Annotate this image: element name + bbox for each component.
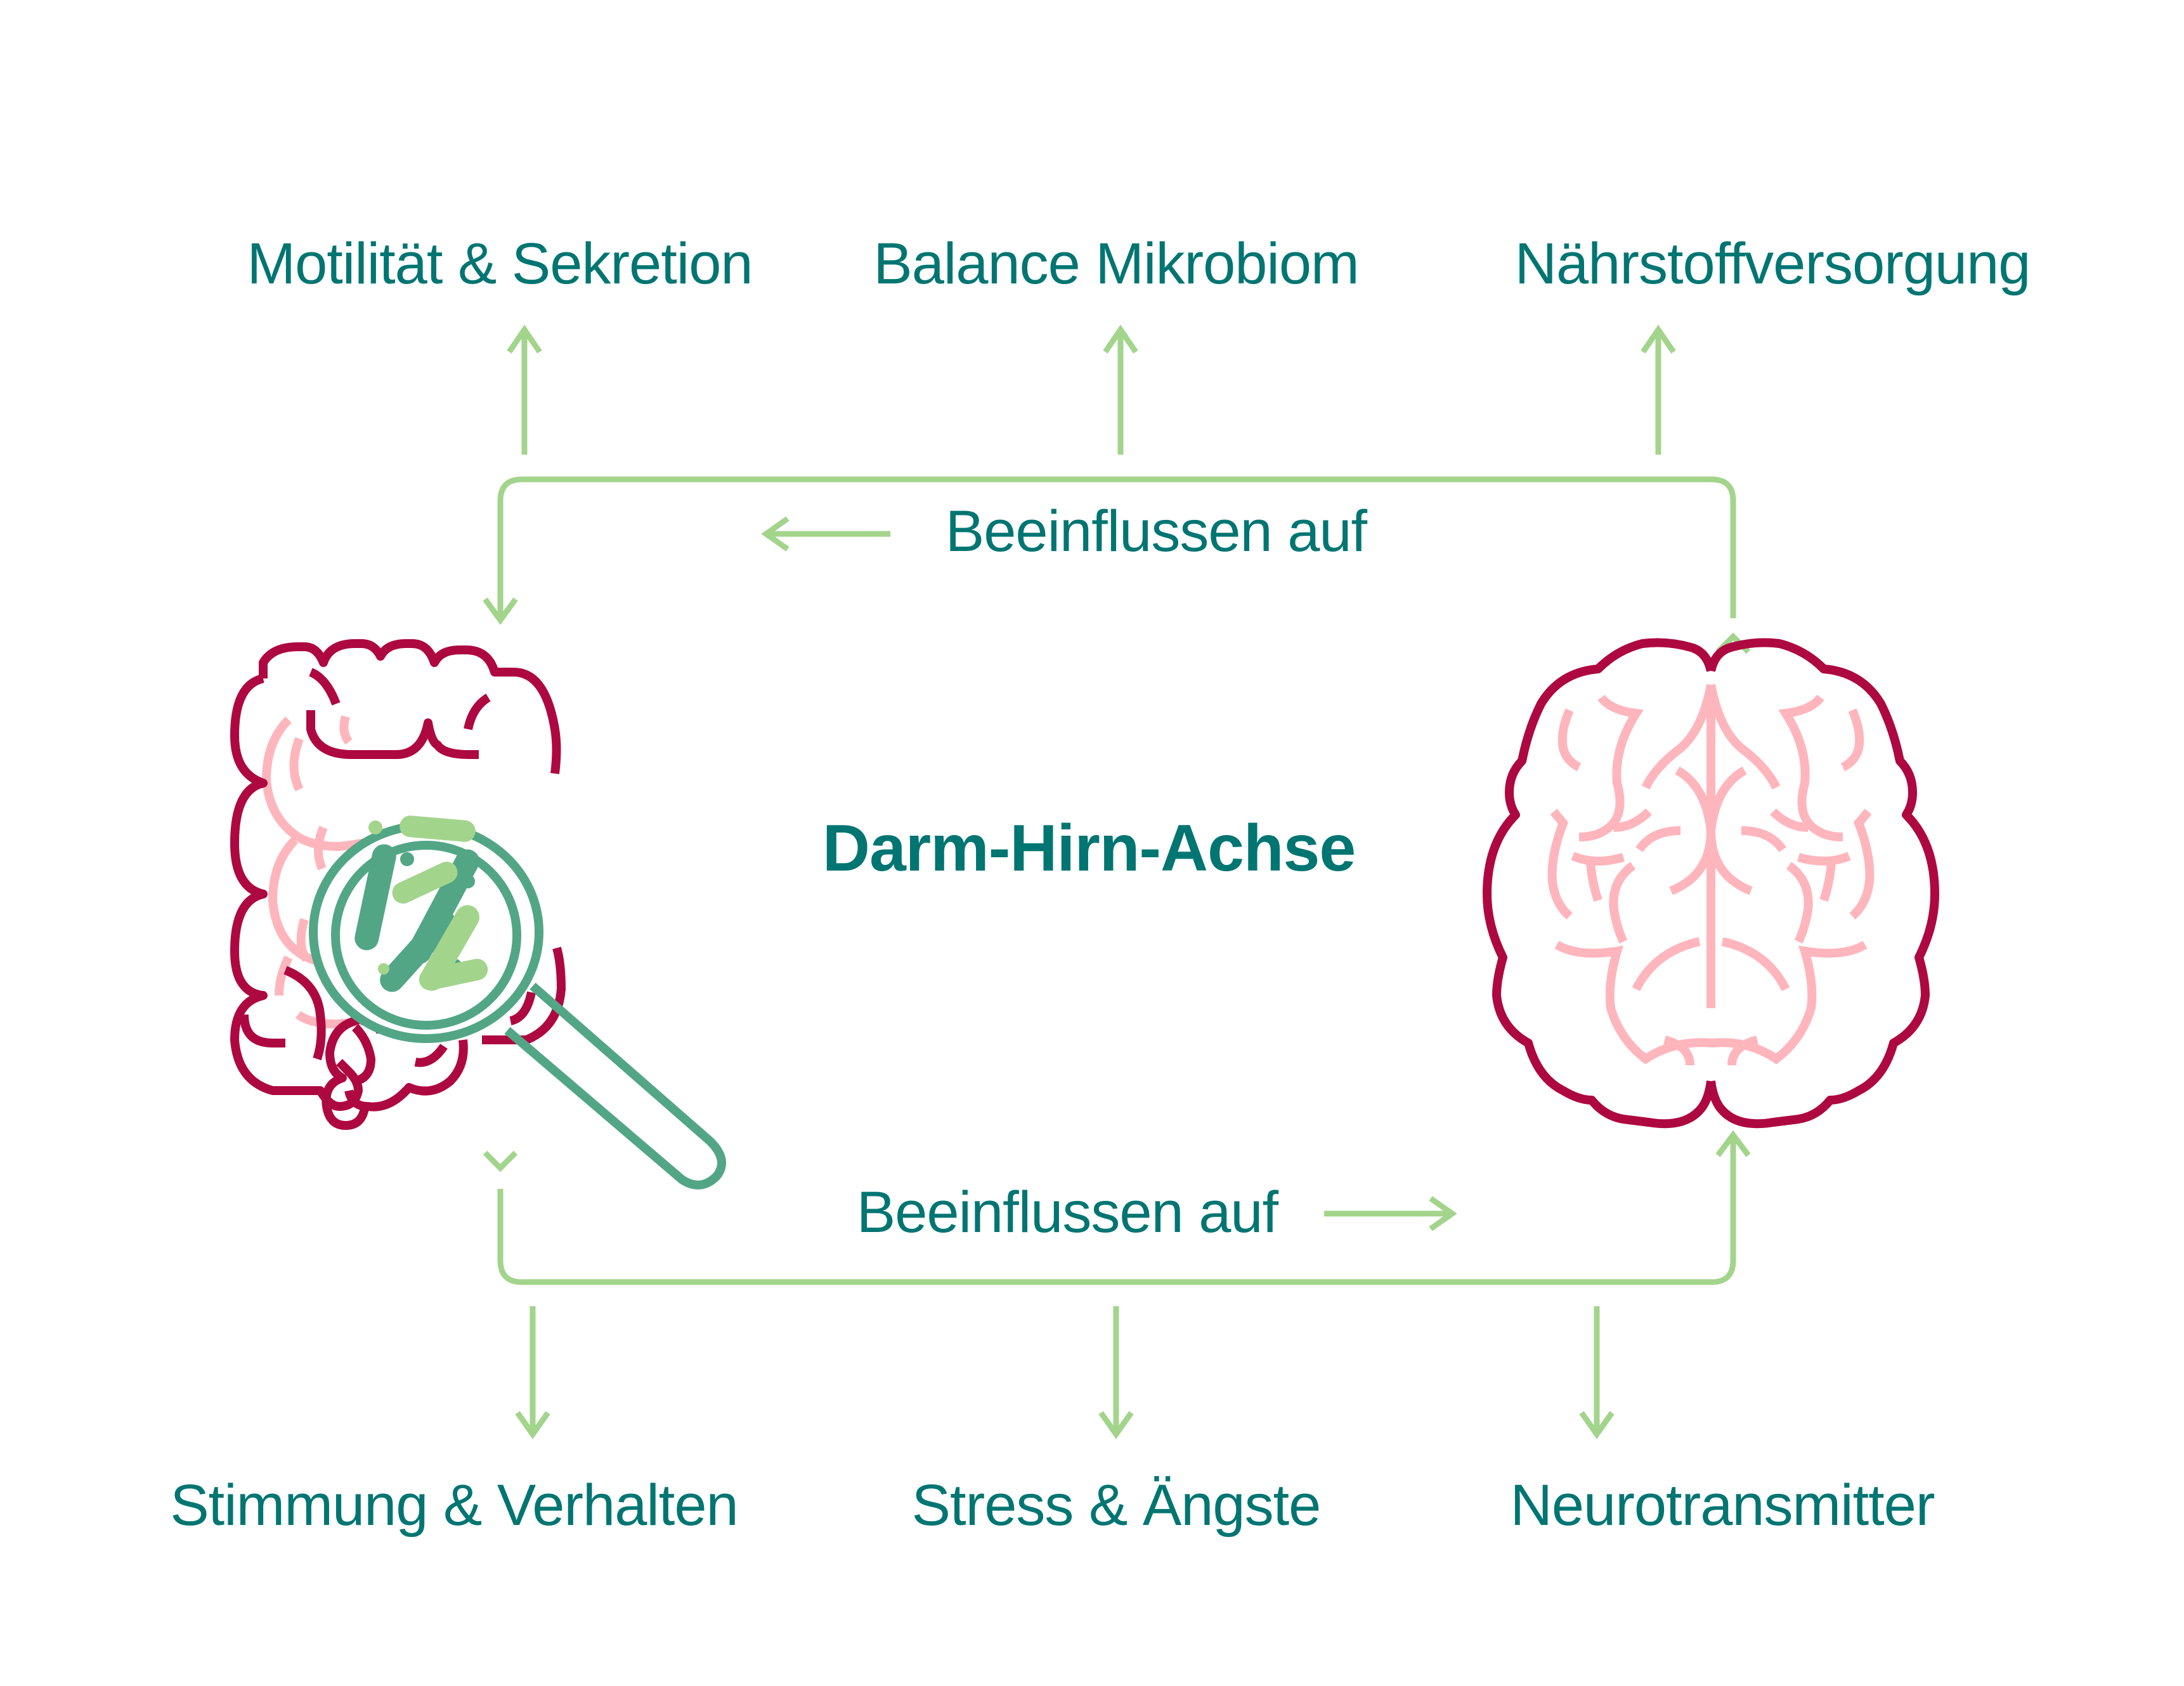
arrow-down-stress: [1098, 1306, 1134, 1439]
brain-icon: [1483, 638, 1939, 1129]
arrow-right-icon: [1324, 1196, 1457, 1231]
bottom-arrows: [515, 1306, 1615, 1439]
top-arrows: [507, 325, 1676, 455]
bacteria-icon: [354, 815, 488, 992]
arrow-left-icon: [761, 516, 890, 552]
connector-gut-to-brain: [483, 1130, 1751, 1285]
arrow-down-stimmung: [515, 1306, 550, 1439]
diagram-title: Darm-Hirn-Achse: [822, 812, 1356, 885]
arrow-up-mikrobiom: [1103, 325, 1138, 455]
intestine-icon: [230, 639, 726, 1190]
label-stress-aengste: Stress & Ängste: [911, 1473, 1322, 1538]
label-motilitaet-sekretion: Motilität & Sekretion: [247, 231, 753, 296]
label-neurotransmitter: Neurotransmitter: [1510, 1473, 1935, 1538]
label-flow-brain-to-gut: Beeinflussen auf: [945, 499, 1367, 564]
label-balance-mikrobiom: Balance Mikrobiom: [873, 231, 1359, 296]
arrow-down-neuro: [1579, 1306, 1615, 1439]
label-naehrstoffversorgung: Nährstoffversorgung: [1514, 231, 2031, 296]
arrow-up-motilitaet: [507, 325, 542, 455]
label-flow-gut-to-brain: Beeinflussen auf: [856, 1180, 1278, 1245]
arrow-up-naehrstoff: [1641, 325, 1676, 455]
label-stimmung-verhalten: Stimmung & Verhalten: [170, 1473, 738, 1538]
